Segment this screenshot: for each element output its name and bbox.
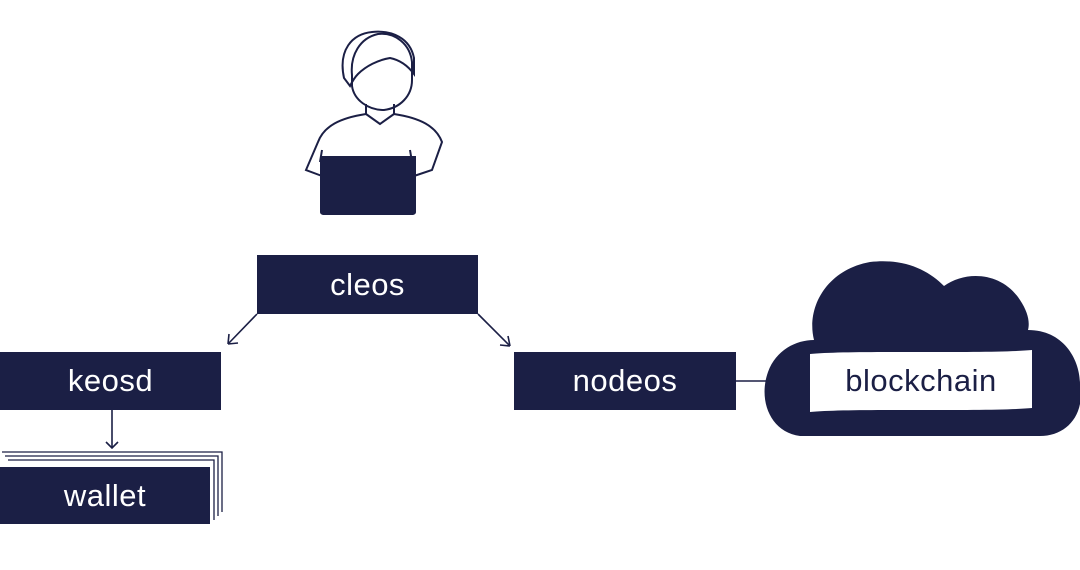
blockchain-banner <box>810 350 1032 412</box>
cleos-label: cleos <box>330 266 405 302</box>
wallet-node: wallet <box>0 467 210 524</box>
keosd-node: keosd <box>0 352 221 410</box>
laptop-icon <box>320 156 416 215</box>
blockchain-node: blockchain <box>810 352 1032 410</box>
nodeos-node: nodeos <box>514 352 736 410</box>
blockchain-label: blockchain <box>845 363 997 398</box>
arrow-cleos-to-nodeos <box>477 313 511 347</box>
person-with-laptop-icon <box>304 30 444 177</box>
wallet-label: wallet <box>63 477 147 513</box>
arrow-cleos-to-keosd <box>227 313 258 345</box>
keosd-label: keosd <box>67 363 154 398</box>
cleos-node: cleos <box>257 255 478 314</box>
nodeos-label: nodeos <box>572 363 678 398</box>
wallet-stack-lines <box>2 451 223 520</box>
